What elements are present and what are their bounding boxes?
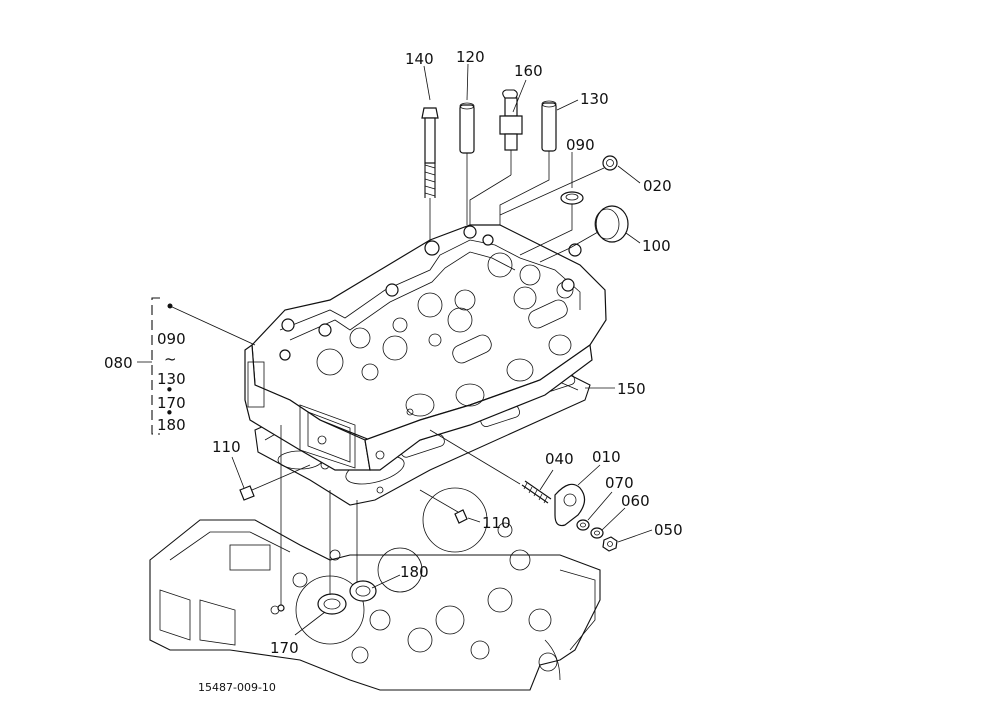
- seal-170: [317, 490, 347, 615]
- callout-050: 050: [654, 521, 683, 539]
- glow-plug-160: [469, 89, 523, 225]
- callout-090: 090: [566, 136, 595, 154]
- head-bolt-140: [421, 107, 439, 240]
- engine-block: [149, 487, 601, 691]
- stud-040: [429, 429, 552, 504]
- nut-050: [602, 536, 618, 552]
- callout-110-left: 110: [212, 438, 241, 456]
- kit-label-080: 080: [104, 354, 133, 372]
- cap-100: [539, 205, 629, 263]
- bracket-010: [554, 483, 586, 527]
- gasket-kit-bracket: [137, 297, 256, 435]
- callout-160: 160: [514, 62, 543, 80]
- callout-070: 070: [605, 474, 634, 492]
- figure-code: 15487-009-10: [198, 681, 276, 694]
- callout-060: 060: [621, 492, 650, 510]
- plug-110-right: [419, 489, 468, 524]
- kit-item-090: 090: [157, 330, 186, 348]
- callout-020: 020: [643, 177, 672, 195]
- callout-140: 140: [405, 50, 434, 68]
- callout-110-right: 110: [482, 514, 511, 532]
- callout-100: 100: [642, 237, 671, 255]
- callout-labels: 140 120 160 130 090 020 100 150 110 110 …: [104, 48, 683, 694]
- kit-item-sep-2: •: [165, 381, 174, 399]
- seal-090: [519, 191, 584, 256]
- callout-180: 180: [400, 563, 429, 581]
- callout-150: 150: [617, 380, 646, 398]
- kit-item-180: 180: [157, 416, 186, 434]
- callout-010: 010: [592, 448, 621, 466]
- kit-item-sep-1: ~: [164, 350, 177, 368]
- valve-guide-120: [459, 102, 475, 225]
- valve-guide-130: [499, 100, 557, 225]
- washer-060: [590, 527, 604, 539]
- kit-item-sep-3: •: [165, 404, 174, 422]
- kit-item-130: 130: [157, 370, 186, 388]
- callout-130: 130: [580, 90, 609, 108]
- leader-lines: [231, 63, 653, 636]
- cylinder-head: [244, 224, 607, 471]
- callout-040: 040: [545, 450, 574, 468]
- kit-item-170: 170: [157, 394, 186, 412]
- washer-070: [576, 519, 590, 531]
- plug-020: [499, 155, 618, 216]
- seal-180: [349, 500, 377, 602]
- callout-170: 170: [270, 639, 299, 657]
- plug-110-left: [239, 464, 311, 501]
- callout-120: 120: [456, 48, 485, 66]
